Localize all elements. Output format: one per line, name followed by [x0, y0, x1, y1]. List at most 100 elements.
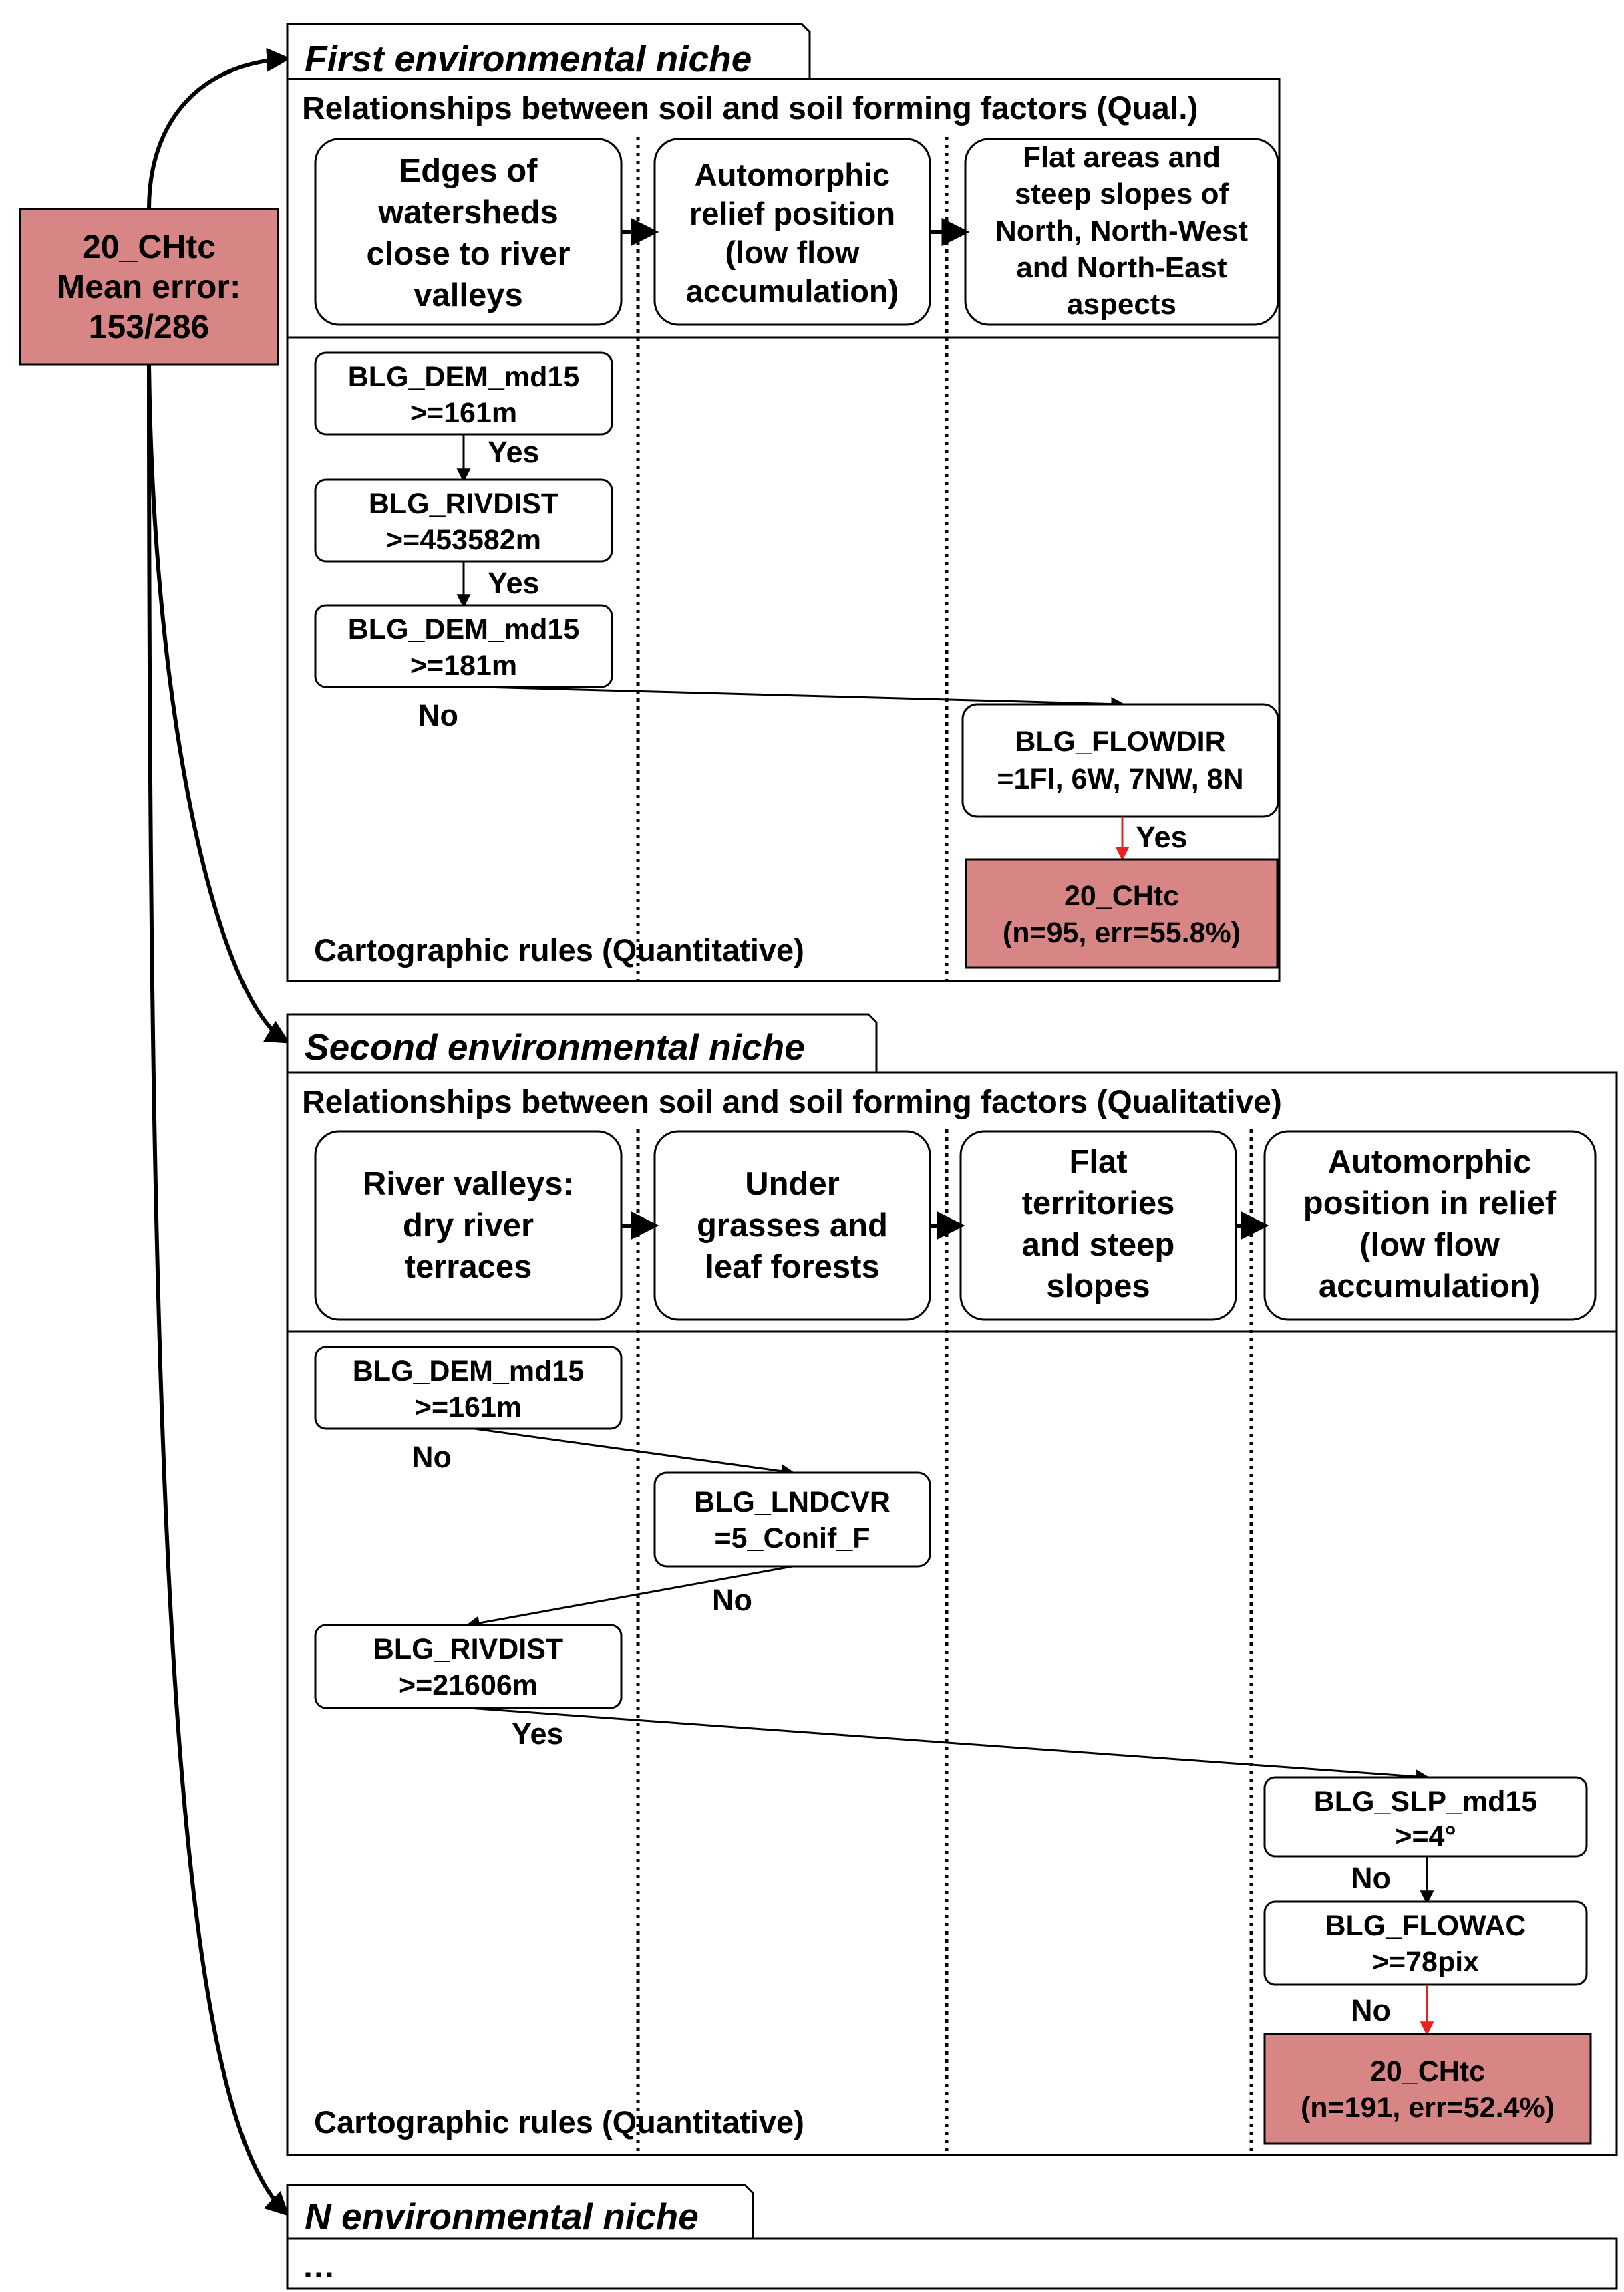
niche-1-rule-2: BLG_RIVDIST >=453582m — [314, 478, 613, 563]
niche-2-factor-2: Under grasses and leaf forests — [653, 1130, 931, 1321]
niche-1-tab — [286, 23, 811, 79]
root-line-3: 153/286 — [89, 308, 210, 345]
niche-n-title: N environmental niche — [305, 2196, 699, 2237]
niche-1-factor-1: Edges of watersheds close to river valle… — [314, 138, 623, 326]
svg-text:(low flow: (low flow — [725, 235, 859, 270]
niche-n-panel — [286, 2237, 1618, 2290]
niche-2-rule-2: BLG_LNDCVR =5_Conif_F — [653, 1471, 931, 1568]
svg-text:BLG_DEM_md15: BLG_DEM_md15 — [348, 361, 579, 393]
svg-text:(n=191, err=52.4%): (n=191, err=52.4%) — [1301, 2092, 1555, 2124]
niche-2-factor-1: River valleys: dry river terraces — [314, 1130, 623, 1321]
svg-text:>=161m: >=161m — [415, 1391, 522, 1423]
niche-2-factor-3: Flat territories and steep slopes — [959, 1130, 1237, 1321]
svg-text:(low flow: (low flow — [1359, 1227, 1500, 1263]
svg-text:relief position: relief position — [689, 196, 895, 231]
svg-text:BLG_FLOWAC: BLG_FLOWAC — [1325, 1910, 1526, 1942]
svg-text:slopes: slopes — [1046, 1268, 1150, 1304]
niche-2-answer-5: No — [1351, 1993, 1391, 2027]
svg-text:watersheds: watersheds — [377, 194, 558, 231]
svg-text:BLG_FLOWDIR: BLG_FLOWDIR — [1015, 726, 1225, 758]
svg-text:North, North-West: North, North-West — [995, 214, 1248, 247]
svg-text:close to river: close to river — [366, 236, 570, 272]
svg-text:leaf forests: leaf forests — [705, 1249, 879, 1285]
svg-text:20_CHtc: 20_CHtc — [1370, 2055, 1485, 2088]
svg-text:grasses and: grasses and — [697, 1207, 888, 1244]
niche-1-answer-4: Yes — [1136, 820, 1188, 854]
svg-text:dry river: dry river — [403, 1207, 534, 1244]
svg-text:River valleys:: River valleys: — [363, 1166, 574, 1202]
svg-text:Under: Under — [745, 1166, 840, 1202]
connector-to-niche-n — [147, 364, 290, 2217]
niche-1-quant-heading: Cartographic rules (Quantitative) — [314, 932, 804, 968]
niche-2-arrow-3 — [468, 1707, 1430, 1784]
niche-1-factor-2: Automorphic relief position (low flow ac… — [653, 138, 931, 326]
niche-1-rule-1: BLG_DEM_md15 >=161m — [314, 351, 613, 436]
svg-text:=5_Conif_F: =5_Conif_F — [715, 1522, 870, 1554]
svg-text:BLG_LNDCVR: BLG_LNDCVR — [694, 1486, 890, 1518]
svg-text:steep slopes of: steep slopes of — [1015, 178, 1229, 210]
svg-text:terraces: terraces — [405, 1249, 532, 1285]
niche-1-result: 20_CHtc (n=95, err=55.8%) — [965, 858, 1279, 969]
niche-1-answer-2: Yes — [488, 566, 540, 600]
niche-2-tab — [286, 1013, 878, 1072]
svg-text:BLG_DEM_md15: BLG_DEM_md15 — [348, 613, 579, 646]
svg-text:Automorphic: Automorphic — [695, 157, 890, 192]
niche-n: N environmental niche … — [286, 2184, 1618, 2290]
svg-text:Automorphic: Automorphic — [1328, 1144, 1532, 1180]
root-line-1: 20_CHtc — [82, 228, 216, 265]
svg-text:(n=95, err=55.8%): (n=95, err=55.8%) — [1003, 917, 1241, 949]
niche-n-ellipsis: … — [302, 2247, 335, 2285]
niche-2-rule-5: BLG_FLOWAC >=78pix — [1263, 1900, 1588, 1986]
niche-1-factor-3: Flat areas and steep slopes of North, No… — [964, 138, 1279, 326]
niche-2-rule-1: BLG_DEM_md15 >=161m — [314, 1346, 623, 1430]
niche-1-rule-3: BLG_DEM_md15 >=181m — [314, 604, 613, 688]
svg-text:territories: territories — [1022, 1185, 1175, 1222]
niche-1-answer-1: Yes — [488, 435, 540, 469]
svg-text:>=4°: >=4° — [1395, 1820, 1456, 1852]
niche-2-arrow-1 — [474, 1427, 796, 1479]
svg-text:>=161m: >=161m — [410, 397, 517, 429]
niche-2-result: 20_CHtc (n=191, err=52.4%) — [1263, 2033, 1592, 2145]
svg-text:Flat areas and: Flat areas and — [1023, 141, 1221, 174]
niche-2-title: Second environmental niche — [305, 1026, 805, 1068]
svg-text:position in relief: position in relief — [1303, 1185, 1557, 1222]
niche-2-answer-3: Yes — [512, 1717, 564, 1751]
niche-1-rule-4: BLG_FLOWDIR =1Fl, 6W, 7NW, 8N — [961, 703, 1279, 818]
niche-2-quant-heading: Cartographic rules (Quantitative) — [314, 2104, 804, 2140]
svg-text:=1Fl, 6W, 7NW, 8N: =1Fl, 6W, 7NW, 8N — [997, 763, 1243, 795]
niche-1-qual-heading: Relationships between soil and soil form… — [302, 91, 1198, 126]
niche-2-arrow-2 — [465, 1565, 793, 1630]
niche-2: Second environmental niche Relationships… — [286, 1013, 1618, 2156]
svg-text:accumulation): accumulation) — [686, 273, 899, 309]
svg-text:and steep: and steep — [1022, 1227, 1175, 1263]
svg-text:>=181m: >=181m — [410, 650, 517, 682]
svg-text:BLG_SLP_md15: BLG_SLP_md15 — [1314, 1785, 1538, 1818]
niche-2-rule-4: BLG_SLP_md15 >=4° — [1263, 1776, 1588, 1858]
connector-to-niche-2 — [147, 364, 291, 1044]
svg-text:accumulation): accumulation) — [1319, 1268, 1540, 1304]
root-node: 20_CHtc Mean error: 153/286 — [19, 208, 279, 366]
root-line-2: Mean error: — [57, 268, 240, 305]
svg-text:BLG_RIVDIST: BLG_RIVDIST — [373, 1633, 563, 1665]
svg-text:Edges of: Edges of — [399, 153, 538, 189]
svg-text:20_CHtc: 20_CHtc — [1064, 880, 1179, 912]
niche-2-rule-3: BLG_RIVDIST >=21606m — [314, 1624, 623, 1709]
niche-n-tab — [286, 2184, 754, 2239]
connector-to-niche-1 — [147, 47, 291, 210]
niche-2-factor-4: Automorphic position in relief (low flow… — [1263, 1130, 1597, 1321]
svg-text:valleys: valleys — [414, 277, 523, 313]
niche-2-answer-1: No — [412, 1440, 452, 1474]
niche-2-qual-heading: Relationships between soil and soil form… — [302, 1085, 1282, 1120]
niche-2-answer-2: No — [712, 1583, 752, 1617]
svg-text:BLG_DEM_md15: BLG_DEM_md15 — [353, 1355, 584, 1387]
svg-text:and North-East: and North-East — [1016, 251, 1227, 284]
svg-text:>=78pix: >=78pix — [1372, 1946, 1479, 1978]
svg-text:>=453582m: >=453582m — [386, 524, 541, 556]
svg-text:aspects: aspects — [1067, 288, 1176, 321]
niche-2-answer-4: No — [1351, 1861, 1391, 1895]
niche-1: First environmental niche Relationships … — [286, 23, 1281, 982]
svg-text:Flat: Flat — [1069, 1144, 1127, 1180]
svg-text:>=21606m: >=21606m — [399, 1669, 538, 1701]
svg-text:BLG_RIVDIST: BLG_RIVDIST — [369, 488, 558, 520]
